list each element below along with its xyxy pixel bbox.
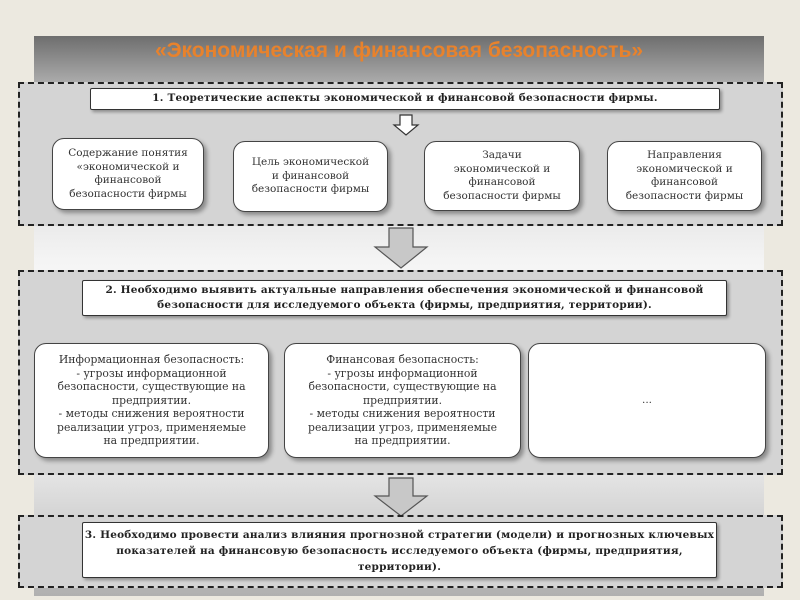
card-goal-text: Цель экономической и финансовой безопасн… xyxy=(251,156,370,196)
card-information-security: Информационная безопасность: - угрозы ин… xyxy=(34,343,269,458)
down-arrow-icon xyxy=(392,114,420,136)
section-1-header: 1. Теоретические аспекты экономической и… xyxy=(90,88,720,110)
card-information-security-text: Информационная безопасность: - угрозы ин… xyxy=(57,353,246,448)
card-financial-security-text: Финансовая безопасность: - угрозы информ… xyxy=(308,353,497,448)
card-ellipsis-text: ... xyxy=(641,393,652,406)
card-concept: Содержание понятия «экономической и фина… xyxy=(52,138,204,210)
card-ellipsis: ... xyxy=(528,343,766,458)
down-arrow-icon xyxy=(373,227,429,269)
card-financial-security: Финансовая безопасность: - угрозы информ… xyxy=(284,343,521,458)
section-2-header: 2. Необходимо выявить актуальные направл… xyxy=(82,280,727,316)
card-directions: Направления экономической и финансовой б… xyxy=(607,141,762,211)
card-tasks-text: Задачи экономической и финансовой безопа… xyxy=(443,149,561,202)
card-directions-text: Направления экономической и финансовой б… xyxy=(625,149,744,202)
slide-title: «Экономическая и финансовая безопасность… xyxy=(154,39,644,62)
card-goal: Цель экономической и финансовой безопасн… xyxy=(233,141,388,212)
card-tasks: Задачи экономической и финансовой безопа… xyxy=(424,141,580,211)
card-concept-text: Содержание понятия «экономической и фина… xyxy=(68,147,188,200)
section-3-header: 3. Необходимо провести анализ влияния пр… xyxy=(82,522,717,578)
down-arrow-icon xyxy=(373,477,429,517)
